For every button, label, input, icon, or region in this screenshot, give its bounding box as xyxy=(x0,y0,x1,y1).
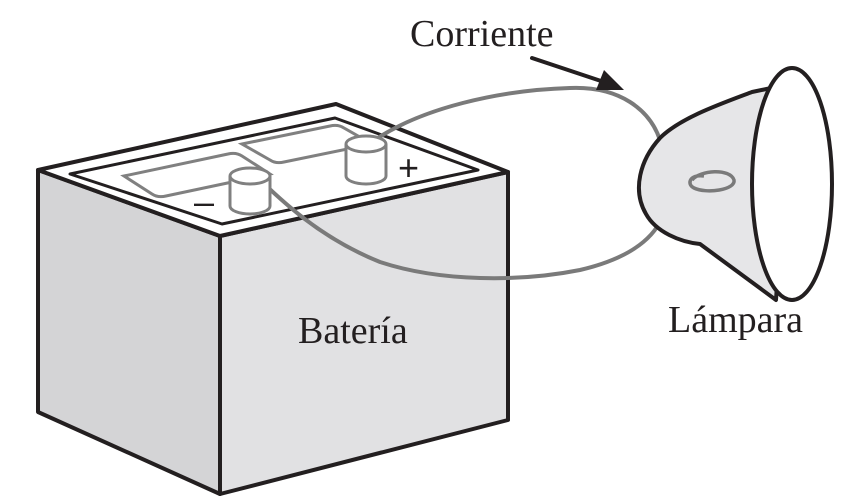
lamp-shade-rim xyxy=(750,66,834,302)
current-arrow-head xyxy=(596,70,624,90)
battery-label: Batería xyxy=(298,310,408,352)
lamp-label: Lámpara xyxy=(668,299,803,341)
lamp xyxy=(637,66,834,302)
positive-sign: + xyxy=(398,147,419,188)
current-label: Corriente xyxy=(410,13,554,55)
current-arrow xyxy=(530,56,624,90)
current-arrow-shaft xyxy=(530,56,606,84)
positive-terminal xyxy=(344,134,388,186)
battery-terminals: + – xyxy=(194,134,419,222)
negative-sign: – xyxy=(194,181,214,222)
lamp-filament xyxy=(688,170,736,193)
negative-terminal xyxy=(228,166,272,216)
battery xyxy=(36,102,510,496)
battery-top-rim xyxy=(68,116,480,226)
